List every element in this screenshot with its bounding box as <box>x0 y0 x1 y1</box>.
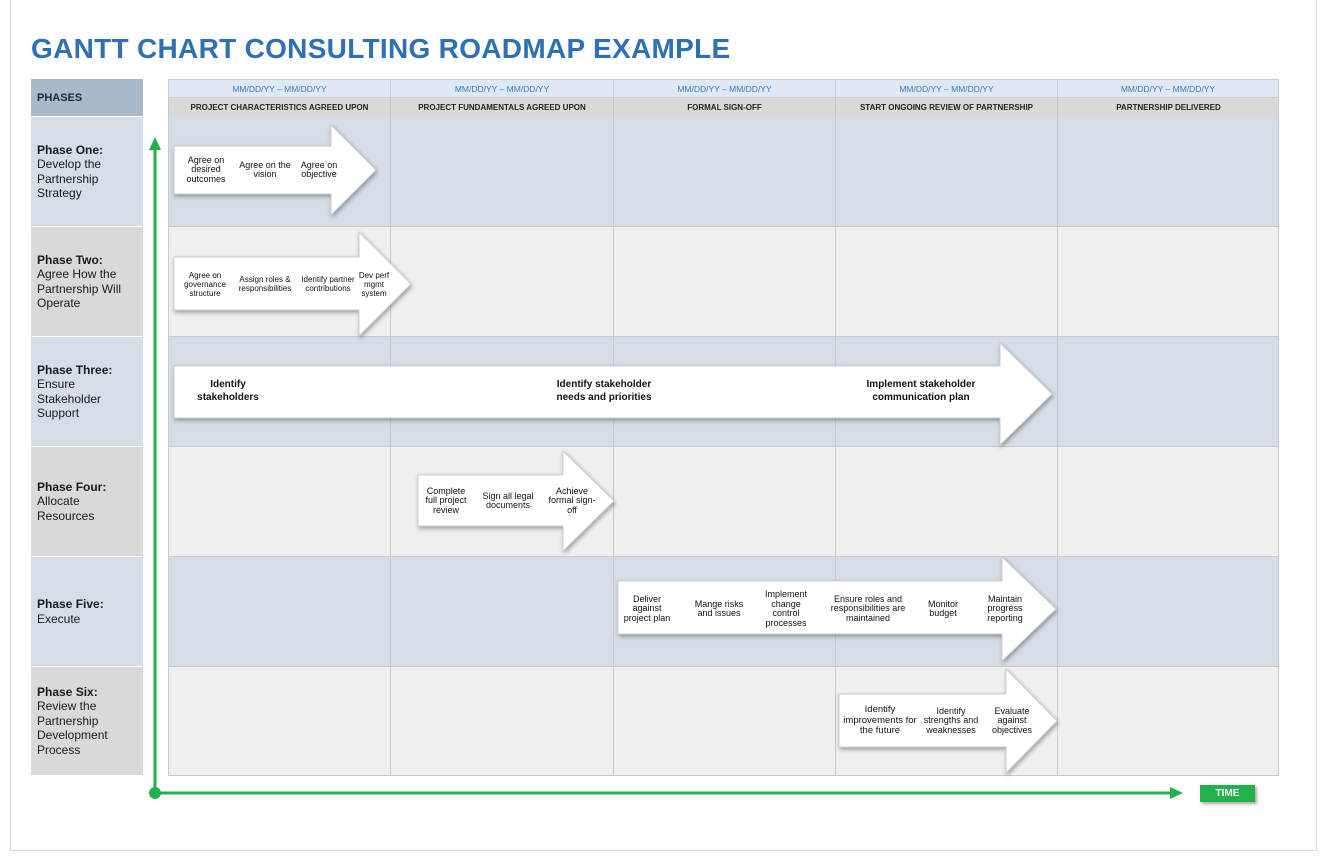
phases-header: PHASES <box>31 79 143 117</box>
vertical-axis-arrowhead <box>149 137 161 150</box>
grid-cell <box>613 227 835 337</box>
grid-cell <box>613 117 835 227</box>
task-label: Identify strengths and weaknesses <box>923 705 979 735</box>
column-milestone: PROJECT FUNDAMENTALS AGREED UPON <box>390 98 613 117</box>
grid-cell <box>835 227 1057 337</box>
task-label: Identify partner contributions <box>301 275 355 293</box>
phase-label-3: Phase Three: Ensure Stakeholder Support <box>31 337 143 447</box>
phase-name: Phase Six: <box>37 684 98 699</box>
phase-desc: Execute <box>37 611 81 626</box>
phase-arrow-2: Agree on governance structure Assign rol… <box>171 230 413 338</box>
task-label: Dev perf mgmt system <box>358 270 390 298</box>
phase-desc: Develop the Partnership Strategy <box>37 157 102 200</box>
grid-cell <box>168 667 390 776</box>
task-label: Monitor budget <box>927 598 958 618</box>
task-label: Deliver against project plan <box>623 593 671 623</box>
phase-name: Phase Five: <box>37 597 104 611</box>
task-label: Identify stakeholders <box>197 379 259 403</box>
column-date: MM/DD/YY – MM/DD/YY <box>1057 79 1279 98</box>
phase-desc: Agree How the Partnership Will Operate <box>37 267 122 310</box>
grid-cell <box>1057 337 1279 447</box>
phase-desc: Review the Partnership Development Proce… <box>37 699 108 757</box>
task-label: Ensure roles and responsibilities are ma… <box>830 593 906 623</box>
phase-label-6: Phase Six: Review the Partnership Develo… <box>31 667 143 776</box>
task-label: Agree on the vision <box>239 159 291 179</box>
arrow-shape <box>838 667 1058 775</box>
phase-label-4: Phase Four: Allocate Resources <box>31 447 143 557</box>
phase-arrow-4: Complete full project review Sign all le… <box>415 449 617 553</box>
phase-name: Phase Three: <box>37 362 113 377</box>
grid-border <box>1278 79 1279 776</box>
grid-cell <box>1057 447 1279 557</box>
phase-arrow-3: Identify stakeholders Identify stakehold… <box>171 341 1055 447</box>
task-label: Maintain progress reporting <box>987 593 1023 623</box>
task-label: Identify stakeholder needs and prioritie… <box>556 379 652 403</box>
task-label: Implement change control processes <box>764 589 808 628</box>
task-label: Agree on desired outcomes <box>186 154 226 184</box>
phase-arrow-6: Identify improvements for the future Ide… <box>836 667 1060 775</box>
task-label: Identify improvements for the future <box>843 704 917 737</box>
grid-cell <box>835 117 1057 227</box>
phase-desc: Ensure Stakeholder Support <box>37 377 102 420</box>
horizontal-axis-arrowhead <box>1170 787 1183 799</box>
phase-arrow-5: Deliver against project plan Mange risks… <box>615 555 1059 663</box>
grid-cell <box>835 447 1057 557</box>
column-date: MM/DD/YY – MM/DD/YY <box>835 79 1057 98</box>
grid-cell <box>390 227 613 337</box>
arrow-shape <box>173 230 412 338</box>
grid-cell <box>390 557 613 667</box>
grid-cell <box>1057 557 1279 667</box>
task-label: Evaluate against objectives <box>991 705 1033 735</box>
grid-cell <box>390 117 613 227</box>
grid-cell <box>168 447 390 557</box>
arrow-shape <box>617 555 1057 663</box>
phase-label-5: Phase Five: Execute <box>31 557 143 667</box>
axis-origin-dot <box>149 787 161 799</box>
arrow-shape <box>173 341 1053 447</box>
phase-label-1: Phase One: Develop the Partnership Strat… <box>31 117 143 227</box>
task-label: Agree on governance structure <box>184 270 226 298</box>
phase-name: Phase Four: <box>37 479 107 494</box>
page-title: GANTT CHART CONSULTING ROADMAP EXAMPLE <box>31 33 731 64</box>
task-label: Assign roles & responsibilities <box>238 275 292 293</box>
grid-cell <box>1057 227 1279 337</box>
column-date: MM/DD/YY – MM/DD/YY <box>613 79 835 98</box>
column-milestone: START ONGOING REVIEW OF PARTNERSHIP <box>835 98 1057 117</box>
column-milestone: PROJECT CHARACTERISTICS AGREED UPON <box>168 98 390 117</box>
arrow-shape <box>173 123 377 217</box>
task-label: Implement stakeholder communication plan <box>866 379 976 403</box>
column-milestone: PARTNERSHIP DELIVERED <box>1057 98 1279 117</box>
grid-cell <box>1057 667 1279 776</box>
task-label: Agree on objective <box>300 159 338 179</box>
phase-label-2: Phase Two: Agree How the Partnership Wil… <box>31 227 143 337</box>
column-date: MM/DD/YY – MM/DD/YY <box>168 79 390 98</box>
task-label: Mange risks and issues <box>694 598 744 618</box>
grid-cell <box>168 557 390 667</box>
task-label: Sign all legal documents <box>482 490 534 510</box>
grid-cell <box>613 667 835 776</box>
phase-desc: Allocate Resources <box>37 494 95 523</box>
grid-cell <box>1057 117 1279 227</box>
arrow-shape <box>417 449 615 553</box>
phase-arrow-1: Agree on desired outcomes Agree on the v… <box>171 123 379 217</box>
column-milestone: FORMAL SIGN-OFF <box>613 98 835 117</box>
grid-cell <box>390 667 613 776</box>
phase-name: Phase Two: <box>37 252 103 267</box>
phase-name: Phase One: <box>37 142 104 157</box>
task-label: Achieve formal sign-off <box>548 485 596 515</box>
time-label: TIME <box>1200 785 1255 802</box>
column-date: MM/DD/YY – MM/DD/YY <box>390 79 613 98</box>
task-label: Complete full project review <box>425 485 467 515</box>
